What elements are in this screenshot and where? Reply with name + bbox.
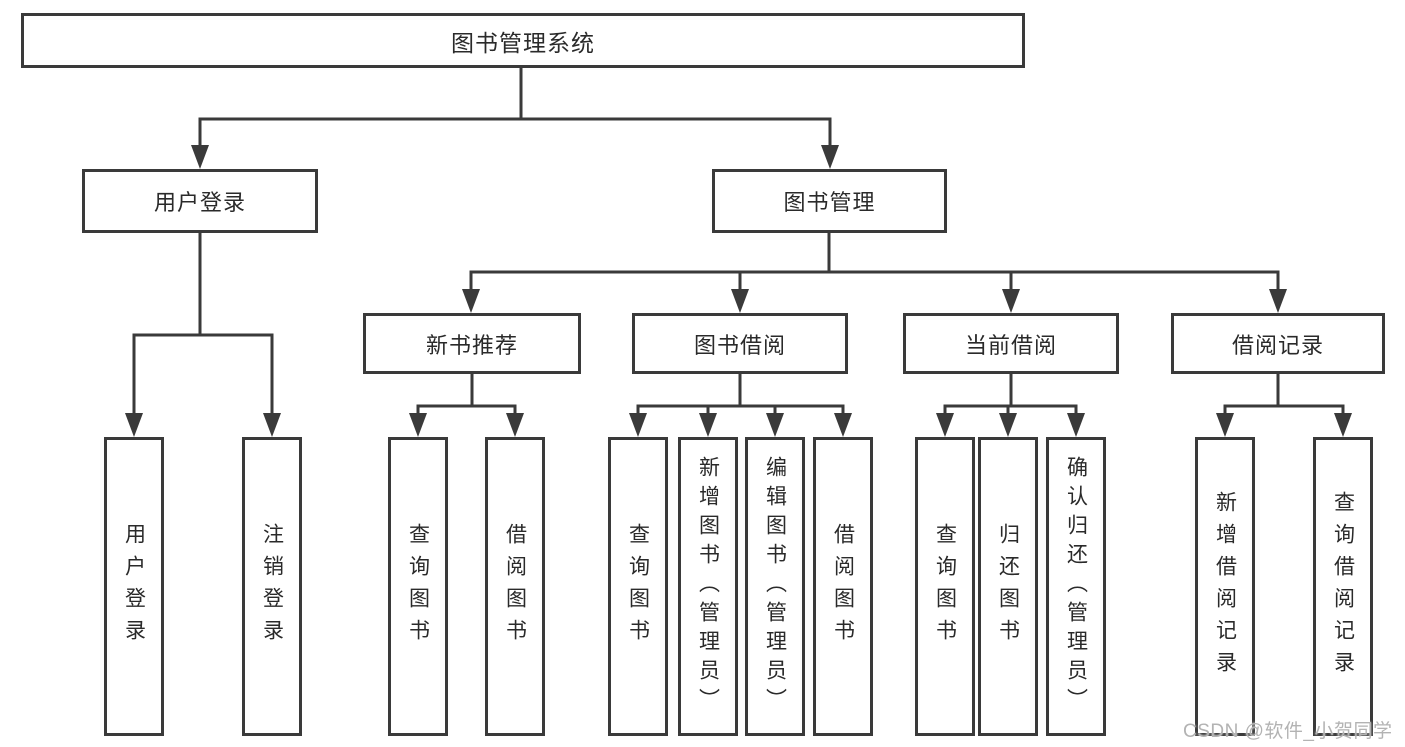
leaf-borrow-borrow-books: 借阅图书 bbox=[813, 437, 873, 736]
leaf-records-add-record: 新增借阅记录 bbox=[1195, 437, 1255, 736]
node-book-borrow-label: 图书借阅 bbox=[693, 332, 786, 358]
node-book-management: 图书管理 bbox=[712, 169, 947, 233]
leaf-recommend-query-books-label: 查询图书 bbox=[406, 522, 430, 651]
node-user-login-label: 用户登录 bbox=[153, 190, 246, 215]
leaf-user-login-label: 用户登录 bbox=[122, 522, 146, 651]
leaf-borrow-borrow-books-label: 借阅图书 bbox=[831, 522, 855, 651]
leaf-borrow-edit-books-admin-label: 编辑图书（管理员） bbox=[763, 456, 787, 717]
leaf-borrow-add-books-admin-label: 新增图书（管理员） bbox=[696, 456, 720, 717]
leaf-borrow-edit-books-admin: 编辑图书（管理员） bbox=[745, 437, 805, 736]
csdn-watermark: CSDN @软件_小贺同学 bbox=[1183, 721, 1393, 742]
node-current-borrow-label: 当前借阅 bbox=[964, 332, 1057, 358]
node-root: 图书管理系统 bbox=[21, 13, 1025, 68]
leaf-user-login: 用户登录 bbox=[104, 437, 164, 736]
leaf-current-return-books: 归还图书 bbox=[978, 437, 1038, 736]
leaf-records-query-record: 查询借阅记录 bbox=[1313, 437, 1373, 736]
node-borrow-records: 借阅记录 bbox=[1171, 313, 1385, 374]
node-root-label: 图书管理系统 bbox=[451, 29, 595, 56]
leaf-recommend-query-books: 查询图书 bbox=[388, 437, 448, 736]
node-book-borrow: 图书借阅 bbox=[632, 313, 848, 374]
leaf-recommend-borrow-books-label: 借阅图书 bbox=[503, 522, 527, 651]
leaf-current-query-books: 查询图书 bbox=[915, 437, 975, 736]
leaf-current-confirm-return-admin: 确认归还（管理员） bbox=[1046, 437, 1106, 736]
node-current-borrow: 当前借阅 bbox=[903, 313, 1119, 374]
node-borrow-records-label: 借阅记录 bbox=[1231, 332, 1324, 358]
leaf-records-query-record-label: 查询借阅记录 bbox=[1331, 490, 1355, 683]
leaf-logout-label: 注销登录 bbox=[260, 522, 284, 651]
leaf-borrow-query-books: 查询图书 bbox=[608, 437, 668, 736]
node-new-book-recommend-label: 新书推荐 bbox=[425, 332, 518, 358]
leaf-borrow-add-books-admin: 新增图书（管理员） bbox=[678, 437, 738, 736]
leaf-records-add-record-label: 新增借阅记录 bbox=[1213, 490, 1237, 683]
leaf-borrow-query-books-label: 查询图书 bbox=[626, 522, 650, 651]
leaf-logout: 注销登录 bbox=[242, 437, 302, 736]
node-new-book-recommend: 新书推荐 bbox=[363, 313, 581, 374]
leaf-current-confirm-return-admin-label: 确认归还（管理员） bbox=[1064, 456, 1088, 717]
leaf-current-return-books-label: 归还图书 bbox=[996, 522, 1020, 651]
leaf-current-query-books-label: 查询图书 bbox=[933, 522, 957, 651]
node-user-login: 用户登录 bbox=[82, 169, 318, 233]
leaf-recommend-borrow-books: 借阅图书 bbox=[485, 437, 545, 736]
node-book-management-label: 图书管理 bbox=[783, 190, 876, 215]
